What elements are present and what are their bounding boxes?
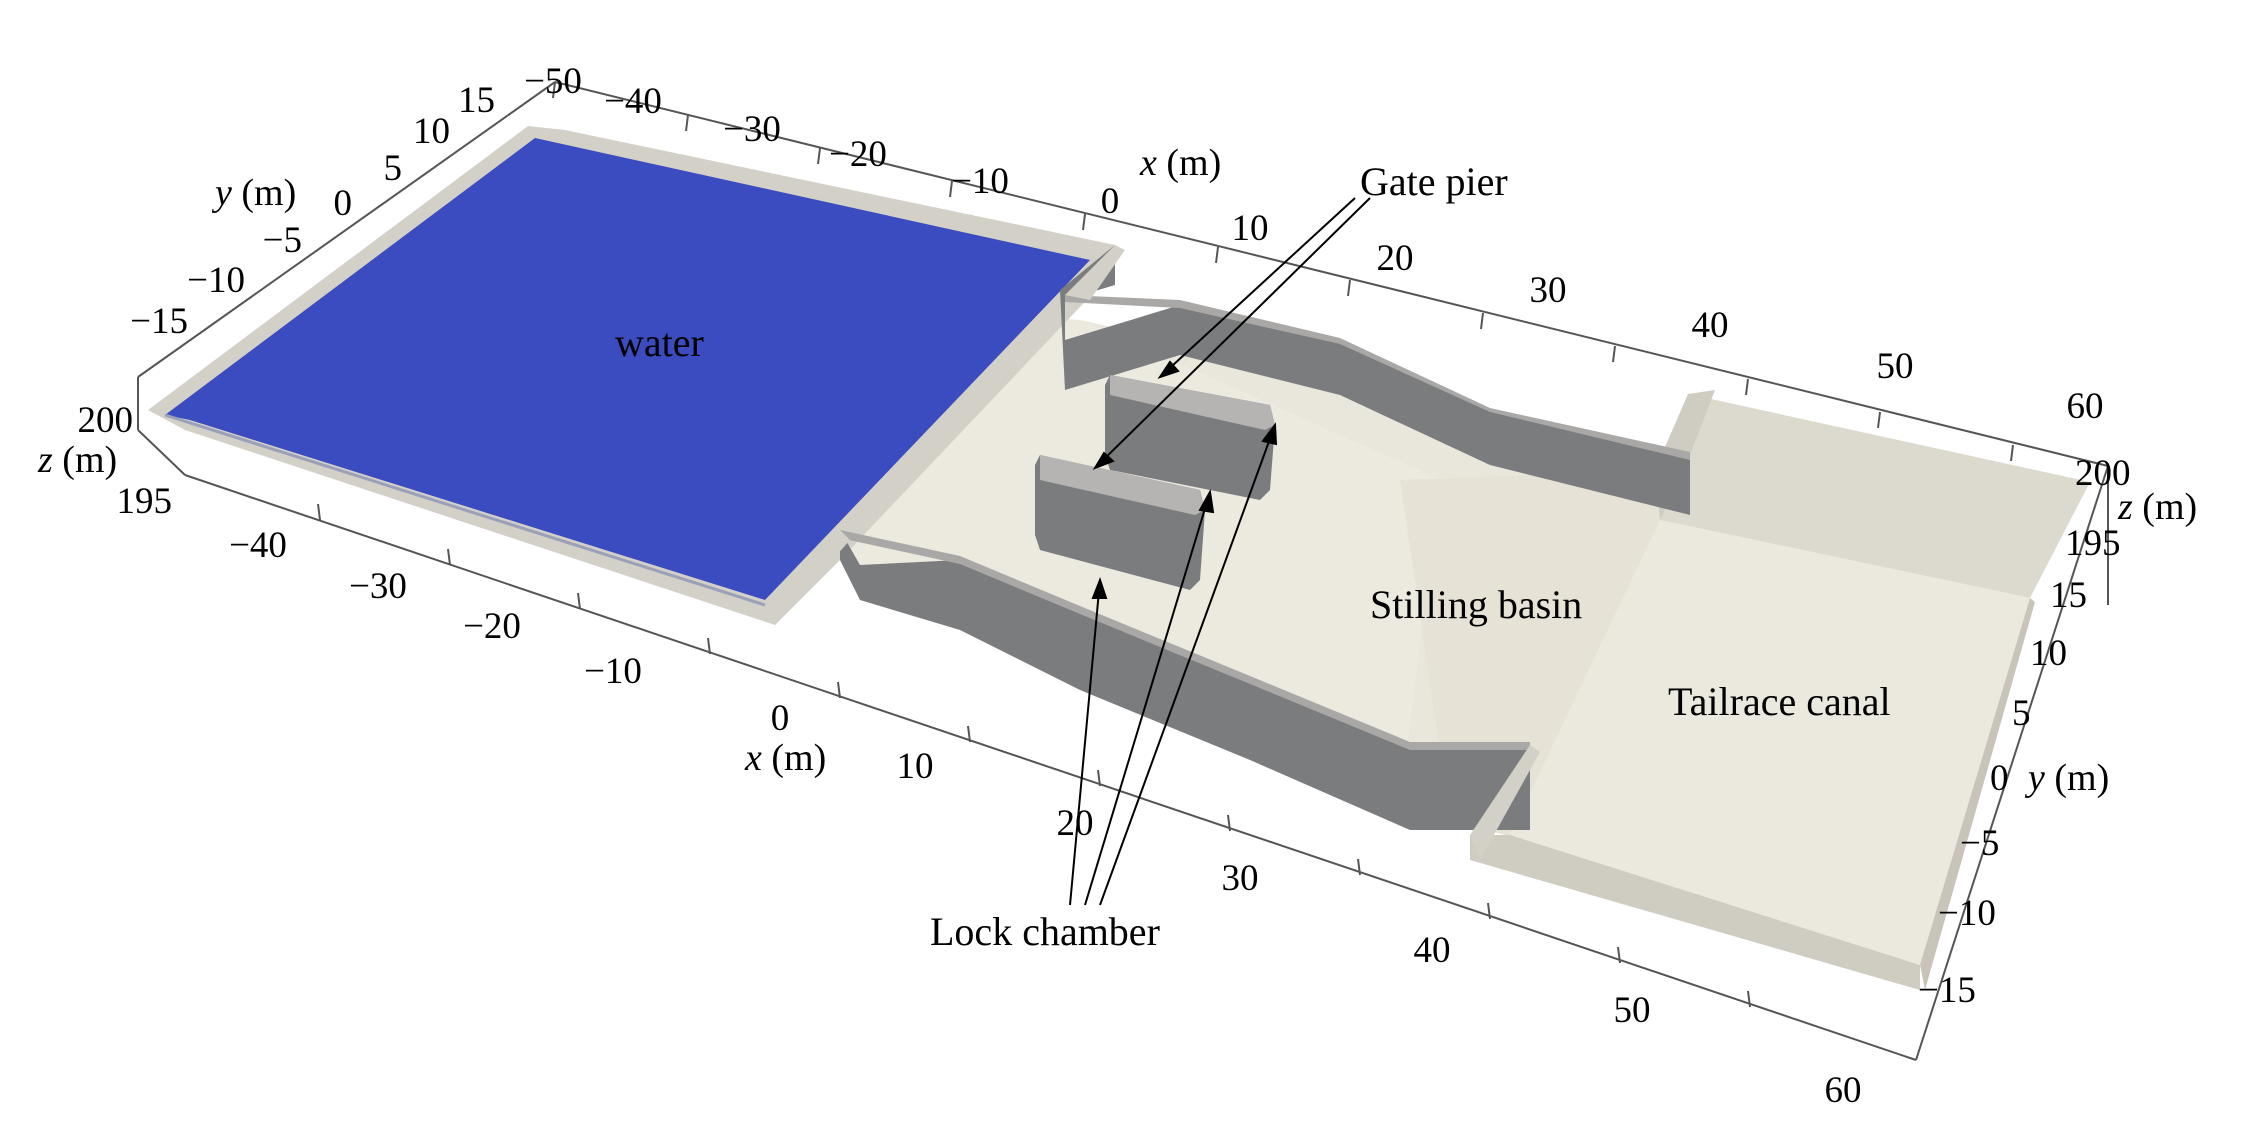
gate-pier-upper [1105,375,1275,500]
tailrace-canal-edge [1920,598,2035,990]
axes-frame [137,81,2109,1061]
x-top-tick: 0 [1101,181,1120,222]
tick-marks [317,81,2014,1008]
lower-side-wall [840,530,1530,830]
y-axis-top-left [137,81,556,378]
x-bottom-tick: 60 [1825,1070,1862,1111]
x-bottom-tick: 30 [1222,858,1259,899]
x-axis-title-top: x (m) [1139,142,1221,184]
x-top-tick: −30 [723,109,781,150]
y-left-tick: 5 [384,148,403,189]
stilling-basin-label: Stilling basin [1370,582,1582,627]
x-axis-bottom [184,474,1917,1061]
x-axis-bottom-ticks: −40 −30 −20 −10 0 10 20 30 40 50 60 [229,525,1861,1111]
z-axis-title-right: z (m) [2117,486,2197,528]
y-left-tick: 15 [458,80,495,121]
x-axis-top [554,81,2109,467]
frame-corner-left [137,429,186,476]
y-axis-right [1915,465,2109,1061]
upper-wall-top [1065,295,1690,460]
y-right-tick: 5 [2012,693,2031,734]
water-label: water [615,320,704,365]
lower-wall-entry [765,530,850,625]
x-axis-title-bottom: x (m) [744,737,826,779]
x-top-tick: −20 [829,134,887,175]
y-left-tick: −15 [130,301,188,342]
x-bottom-tick: 0 [771,698,790,739]
y-axis-left-ticks: 15 10 5 0 −5 −10 −15 [130,80,495,342]
x-bottom-tick: −20 [463,606,521,647]
gate-pier-lower [1035,455,1205,590]
y-left-tick: −5 [263,220,302,261]
x-top-tick: 20 [1377,238,1414,279]
tailrace-canal-label: Tailrace canal [1668,679,1891,724]
water-surface [165,138,1090,600]
z-right-tick: 200 [2075,453,2131,494]
y-right-tick: −5 [1960,823,1999,864]
x-bottom-tick: 10 [897,746,934,787]
x-bottom-tick: 20 [1057,803,1094,844]
y-right-tick: −10 [1938,893,1996,934]
x-top-tick: −50 [524,61,582,102]
x-bottom-tick: 50 [1614,990,1651,1031]
x-top-tick: 30 [1530,270,1567,311]
x-bottom-tick: −10 [584,651,642,692]
x-bottom-tick: −30 [349,566,407,607]
y-axis-title-right: y (m) [2024,757,2109,799]
tailrace-canal-wall-near [1470,835,1920,990]
x-top-tick: 50 [1877,346,1914,387]
x-bottom-tick: 40 [1414,930,1451,971]
tailrace-canal-floor-main [1510,520,2030,965]
lock-chamber-label: Lock chamber [930,909,1160,954]
upper-wall-entry [1065,245,1125,300]
y-right-tick: 15 [2050,575,2087,616]
x-top-tick: −40 [604,81,662,122]
y-left-tick: −10 [187,260,245,301]
upper-side-wall [1060,245,1690,515]
y-right-tick: 10 [2030,633,2067,674]
x-top-tick: 10 [1232,208,1269,249]
x-bottom-tick: −40 [229,525,287,566]
x-top-tick: 60 [2067,386,2104,427]
annotation-arrows [1069,197,1371,906]
z-left-tick: 195 [117,481,173,522]
gate-pier-label: Gate pier [1360,159,1508,204]
x-axis-top-ticks: −50 −40 −30 −20 −10 0 10 20 30 40 50 60 [524,61,2103,427]
z-left-tick: 200 [78,400,134,441]
x-top-tick: 40 [1692,305,1729,346]
y-right-tick: −15 [1918,970,1976,1011]
y-right-tick: 0 [1990,758,2009,799]
x-top-tick: −10 [951,161,1009,202]
y-axis-right-ticks: 15 10 5 0 −5 −10 −15 [1918,575,2087,1011]
y-axis-title-left: y (m) [211,172,296,214]
tailrace-canal-floor [1660,394,2090,598]
y-left-tick: 0 [334,183,353,224]
z-axis-title-left: z (m) [37,439,117,481]
lower-wall-exit [1470,745,1540,860]
y-left-tick: 10 [413,111,450,152]
z-right-tick: 195 [2065,523,2121,564]
lower-wall-top [840,530,1530,750]
